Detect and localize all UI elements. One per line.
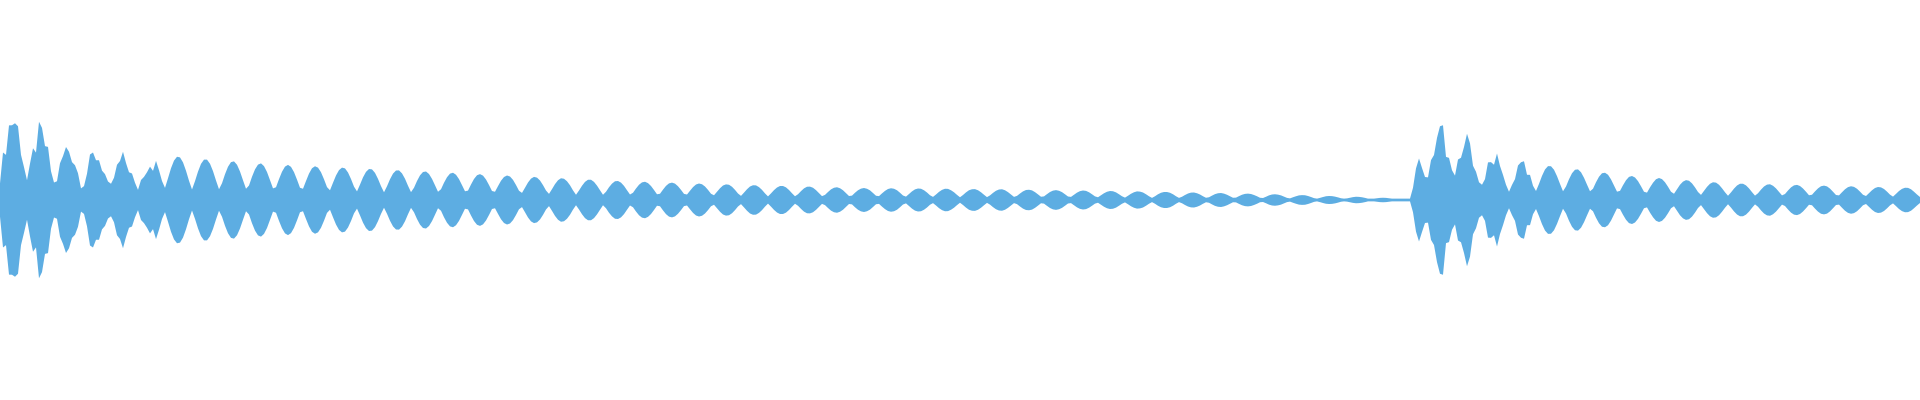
waveform-shape [0,121,1920,279]
